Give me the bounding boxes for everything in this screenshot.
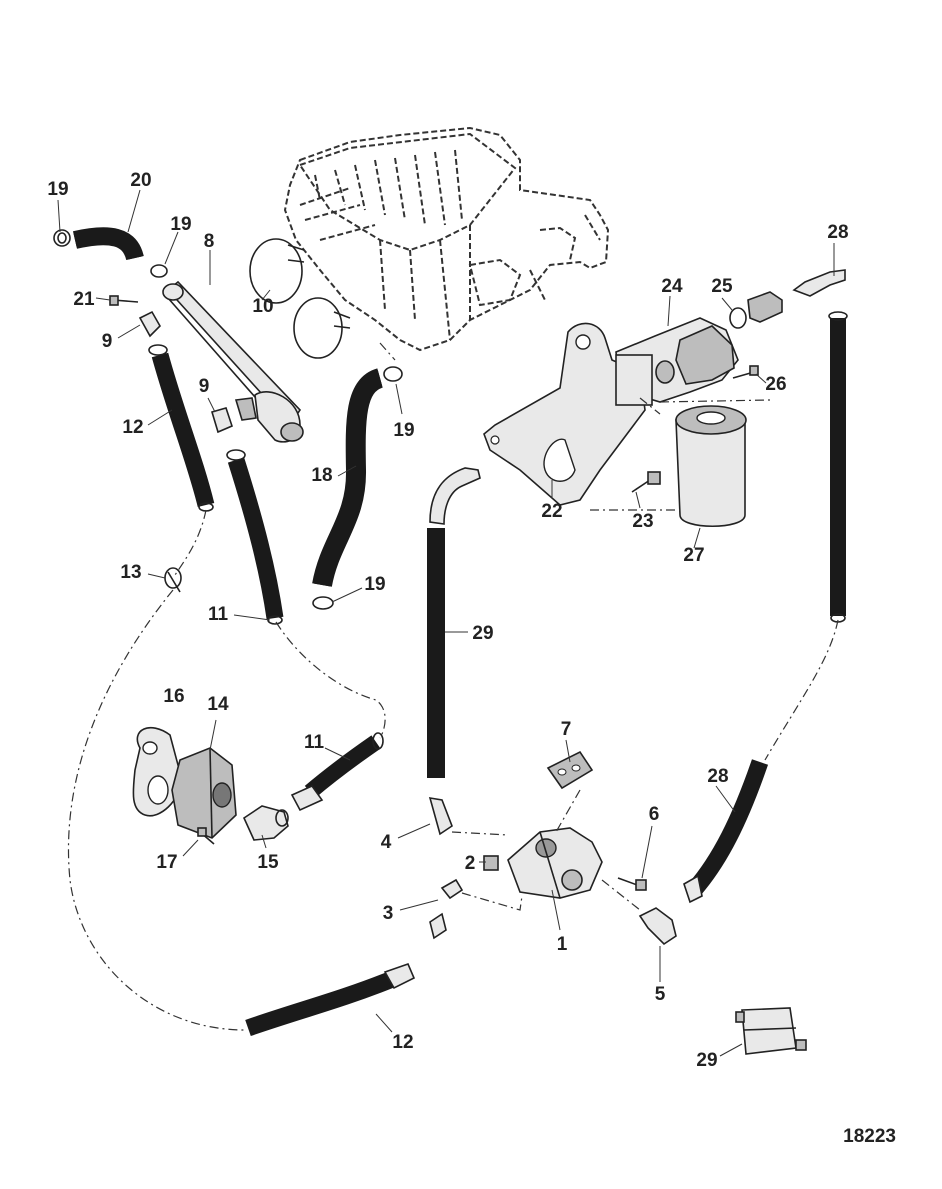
mount-bands-10 (249, 238, 351, 359)
elbow-9b (211, 407, 233, 434)
bolt-21 (109, 295, 139, 306)
bolt-23 (631, 471, 661, 493)
callout-16: 16 (163, 686, 184, 707)
callout-2: 2 (465, 853, 476, 874)
plug-2 (483, 855, 499, 871)
elbow-15 (242, 805, 289, 841)
clamp-13 (164, 567, 182, 593)
callout-19: 19 (170, 214, 191, 235)
callout-19: 19 (364, 574, 385, 595)
oil-cooler-8 (162, 280, 304, 443)
routing-lines (67, 342, 839, 1031)
fitting-3 (429, 878, 464, 940)
adapter-1 (507, 827, 603, 899)
callout-9: 9 (102, 331, 113, 352)
figure-number: 18223 (843, 1126, 896, 1147)
hose-28-vertical (828, 311, 848, 623)
bracket-22 (483, 322, 646, 506)
o-ring-25 (729, 307, 747, 329)
bracket-phantom-lines (590, 397, 771, 511)
callout-28: 28 (707, 766, 728, 787)
callout-25: 25 (711, 276, 733, 297)
callout-14: 14 (207, 694, 229, 715)
sender-29 (735, 1007, 807, 1055)
callout-27: 27 (683, 545, 704, 566)
hose-28-lower (683, 759, 769, 904)
callout-11: 11 (208, 604, 229, 625)
callout-17: 17 (156, 852, 177, 873)
gasket-7 (546, 750, 594, 790)
callout-7: 7 (561, 719, 572, 740)
callout-15: 15 (257, 852, 279, 873)
callout-20: 20 (130, 170, 151, 191)
clamp-19c (383, 366, 403, 382)
bolt-26 (732, 365, 759, 379)
clamp-19d (312, 596, 334, 610)
hose-12-lower (245, 962, 416, 1037)
hose-18 (312, 368, 384, 588)
callout-29: 29 (696, 1050, 717, 1071)
hose-12-upper (148, 344, 215, 512)
callout-11: 11 (304, 732, 325, 753)
callout-26: 26 (765, 374, 786, 395)
engine-block-outline (283, 126, 610, 352)
filter-27 (675, 405, 747, 528)
callout-10: 10 (252, 296, 273, 317)
elbow-9a (138, 310, 161, 338)
callout-23: 23 (632, 511, 653, 532)
callout-1: 1 (557, 934, 568, 955)
callout-21: 21 (73, 289, 95, 310)
callout-9: 9 (199, 376, 210, 397)
callout-13: 13 (120, 562, 141, 583)
clamp-19b (150, 264, 168, 278)
hose-11-lower (290, 732, 384, 812)
callout-12: 12 (122, 417, 143, 438)
callout-28: 28 (827, 222, 848, 243)
filter-head-24 (615, 317, 739, 406)
callout-12: 12 (392, 1032, 413, 1053)
fitting-5 (638, 907, 677, 946)
callout-8: 8 (204, 231, 215, 252)
callout-19: 19 (47, 179, 68, 200)
adapter-25 (747, 291, 783, 323)
callout-4: 4 (381, 832, 392, 853)
callout-22: 22 (541, 501, 562, 522)
clamp-19a (53, 229, 71, 247)
callout-5: 5 (655, 984, 666, 1005)
fitting-28-upper (792, 269, 846, 297)
bolt-6 (617, 877, 647, 891)
callout-labels: 19 20 19 8 21 9 10 12 9 19 18 13 11 19 1… (47, 170, 848, 1071)
hose-20 (72, 227, 144, 261)
gasket-16 (132, 726, 183, 817)
callout-18: 18 (311, 465, 332, 486)
hose-11-upper (226, 449, 284, 625)
callout-3: 3 (383, 903, 394, 924)
callout-29: 29 (472, 623, 493, 644)
callout-19: 19 (393, 420, 414, 441)
callout-24: 24 (661, 276, 683, 297)
housing-14 (171, 747, 237, 839)
callout-6: 6 (649, 804, 660, 825)
bolt-17 (197, 827, 215, 845)
leader-lines (57, 189, 835, 1057)
hose-29 (427, 467, 481, 836)
